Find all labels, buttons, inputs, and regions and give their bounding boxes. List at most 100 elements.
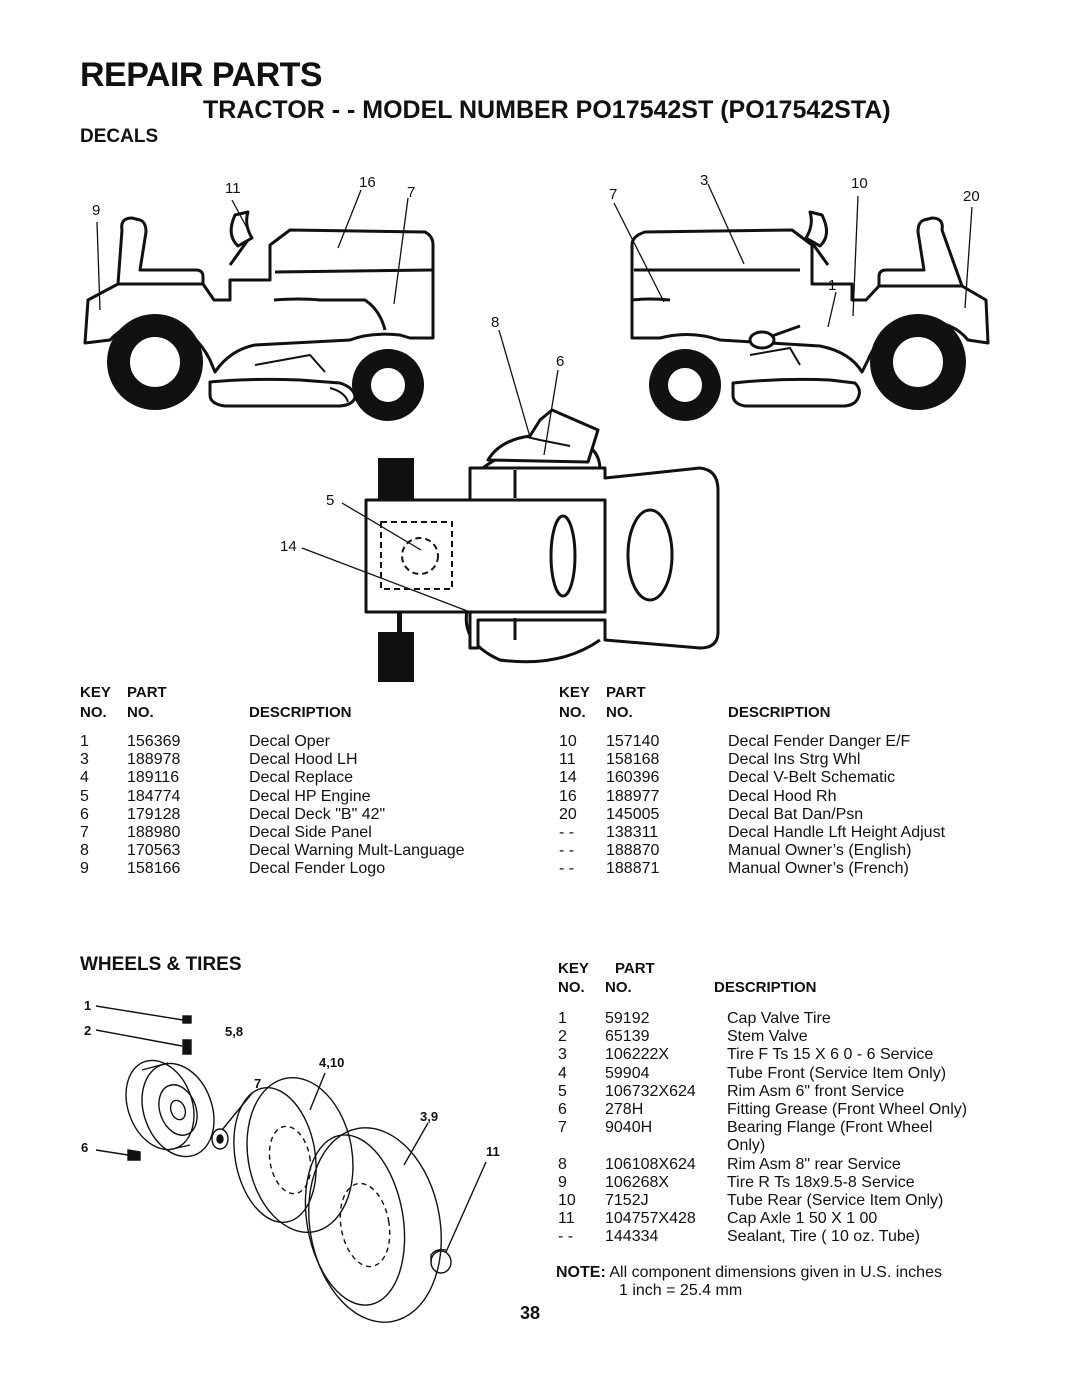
table-row: 16 188977 Decal Hood Rh [559,788,999,806]
description: Decal HP Engine [249,787,371,805]
part-no: 188980 [127,823,181,841]
page-number: 38 [520,1303,541,1323]
part-no: 156369 [127,733,181,750]
callout-7-left: 7 [407,184,416,201]
description: Tire F Ts 15 X 6 0 - 6 Service [727,1046,934,1064]
table-row: 1 59192 Cap Valve Tire [558,1010,998,1028]
key-no: 4 [558,1064,567,1082]
note-block: NOTE: All component dimensions given in … [556,1264,942,1282]
wheel-callout-5-8: 5,8 [225,1024,244,1039]
part-no: 59904 [605,1064,650,1082]
left-tractor-illustration [83,210,435,421]
key-no: 1 [558,1010,567,1027]
description: Tire R Ts 18x9.5-8 Service [727,1173,915,1191]
callout-9: 9 [92,202,101,219]
callout-7-right: 7 [609,186,618,203]
description: Decal Warning Mult-Language [249,842,465,860]
top-view-tractor-illustration [364,408,720,682]
part-no: 9040H [605,1119,653,1137]
description: Decal V-Belt Schematic [728,769,896,787]
table-row: 4 59904 Tube Front (Service Item Only) [558,1065,998,1083]
part-no: 106108X624 [605,1155,696,1173]
description: Tube Front (Service Item Only) [727,1064,947,1082]
description: Rim Asm 8" rear Service [727,1155,901,1173]
callout-1: 1 [828,277,837,294]
description: Decal Hood Rh [728,787,837,805]
key-no: 14 [559,769,577,787]
table-row: 8 106108X624 Rim Asm 8" rear Service [558,1156,998,1174]
key-no: - - [559,860,575,878]
part-no: 106732X624 [605,1082,696,1100]
decals-section-title: DECALS [80,126,159,147]
decals-left-header-partno: NO. [127,704,154,721]
callout-16: 16 [359,174,376,191]
description: Sealant, Tire ( 10 oz. Tube) [727,1228,920,1246]
description: Decal Oper [249,733,330,750]
table-row: Only) [558,1137,998,1155]
description: Decal Side Panel [249,823,372,841]
description: Decal Handle Lft Height Adjust [728,823,946,841]
decals-right-header-no: NO. [559,704,586,721]
key-no: 6 [80,805,89,823]
front-rim-illustration [125,1059,215,1158]
part-no: 144334 [605,1228,659,1246]
decals-right-header-description: DESCRIPTION [728,704,831,721]
wheel-callout-7: 7 [254,1076,262,1091]
description: Stem Valve [727,1028,808,1046]
key-no: 11 [558,1210,575,1228]
description: Cap Valve Tire [727,1010,831,1027]
wheels-header-part: PART [615,960,655,977]
wheel-callout-6: 6 [81,1140,89,1155]
key-no: 6 [558,1100,567,1118]
description: Tube Rear (Service Item Only) [727,1191,944,1209]
part-no: 170563 [127,842,181,860]
decal-leader-lines [96,183,973,613]
description: Decal Bat Dan/Psn [728,805,864,823]
part-no: 7152J [605,1191,649,1209]
decals-right-header-partno: NO. [606,704,633,721]
decals-left-header-description: DESCRIPTION [249,704,352,721]
part-no: 59192 [605,1010,650,1027]
callout-5: 5 [326,492,335,509]
description: Cap Axle 1 50 X 1 00 [727,1210,878,1228]
table-row: 1 156369 Decal Oper [80,733,540,751]
description: Manual Owner’s (English) [728,842,912,860]
key-no: 16 [559,787,577,805]
part-no: 106222X [605,1046,670,1064]
callout-11: 11 [225,180,241,197]
key-no: 4 [80,769,89,787]
key-no: 1 [80,733,89,750]
callout-20: 20 [963,188,980,205]
wheel-callout-1: 1 [84,998,92,1013]
description: Decal Fender Danger E/F [728,733,911,750]
description: Bearing Flange (Front Wheel [727,1119,933,1137]
key-no: 11 [559,751,576,769]
part-no: 189116 [127,769,180,787]
description: Decal Replace [249,769,354,787]
part-no: 188977 [606,787,660,805]
key-no: 8 [558,1155,567,1173]
wheel-callout-3-9: 3,9 [420,1109,439,1124]
wheel-callout-11: 11 [486,1144,500,1159]
page-title: REPAIR PARTS [80,56,323,94]
decals-left-header-part: PART [127,684,167,701]
callout-3: 3 [700,172,709,189]
description: Decal Deck "B" 42" [249,805,386,823]
key-no: 5 [80,787,89,805]
wheels-header-description: DESCRIPTION [714,979,817,996]
description: Fitting Grease (Front Wheel Only) [727,1100,968,1118]
